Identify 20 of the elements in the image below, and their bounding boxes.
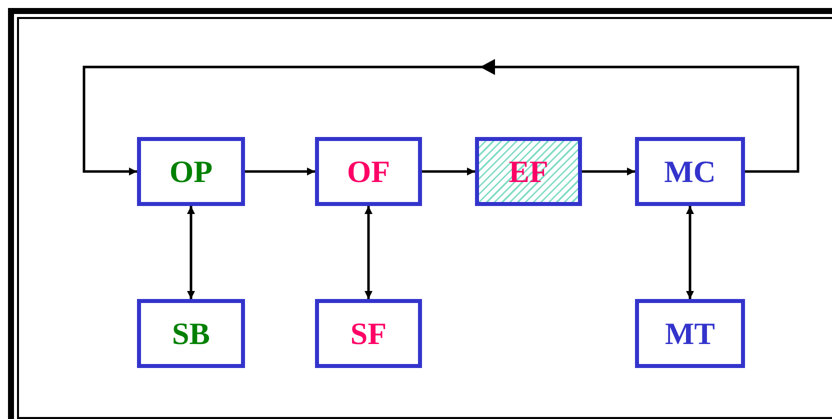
box-label: OF (346, 156, 390, 187)
process-box (137, 299, 245, 368)
arrow (187, 206, 195, 299)
arrow (422, 168, 475, 176)
box-label: SF (350, 318, 387, 349)
hatched-process-box (475, 137, 582, 206)
arrow (686, 206, 694, 299)
arrow (582, 168, 635, 176)
box-label: SB (172, 318, 210, 349)
box-label: MT (665, 318, 715, 349)
process-box (635, 137, 745, 206)
process-box (635, 299, 745, 368)
process-box (315, 137, 422, 206)
arrow (364, 206, 372, 299)
box-label: OP (169, 156, 213, 187)
box-label: EF (508, 156, 548, 187)
arrow (245, 168, 315, 176)
process-box (137, 137, 245, 206)
process-box (315, 299, 422, 368)
box-label: MC (664, 156, 716, 187)
